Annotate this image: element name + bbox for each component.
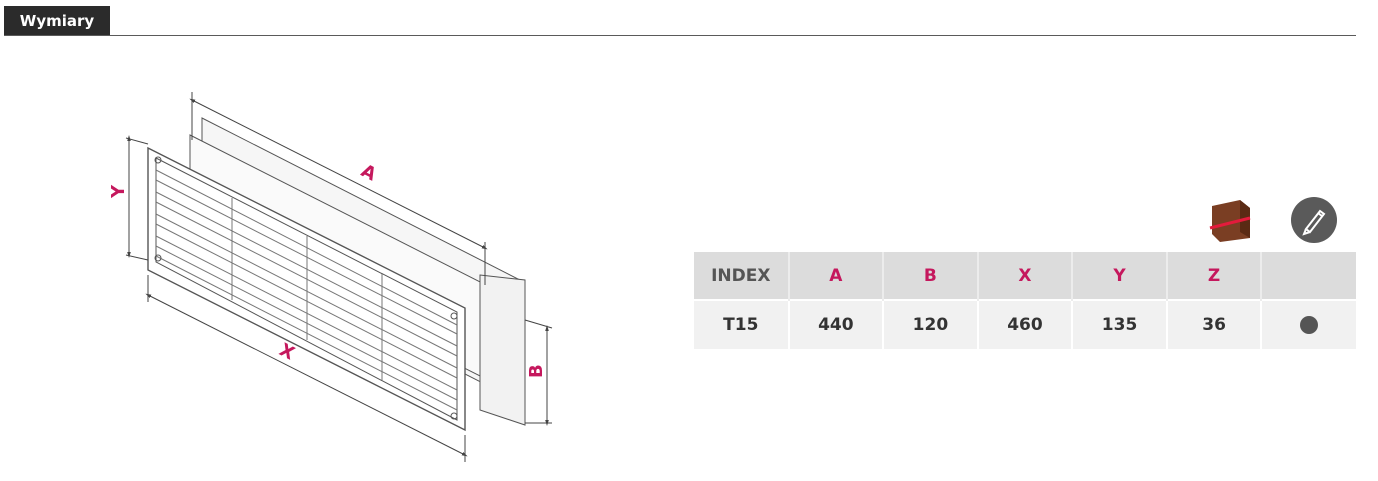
dimension-label-b: B — [526, 364, 547, 378]
header-y: Y — [1072, 252, 1168, 300]
grille-drawing: A X Y B — [108, 92, 553, 462]
table-row: T15 440 120 460 135 36 — [694, 299, 1356, 349]
cell-z: 36 — [1166, 299, 1263, 349]
color-swatch — [1300, 316, 1319, 334]
cell-x: 460 — [977, 299, 1074, 349]
header-index: INDEX — [694, 252, 790, 300]
header-color — [1261, 252, 1356, 300]
dimensions-table: INDEX A B X Y Z T15 440 120 460 135 36 — [694, 252, 1356, 349]
cell-y: 135 — [1072, 299, 1168, 349]
wall-install-icon — [1207, 197, 1253, 243]
header-a: A — [788, 252, 885, 300]
paint-brush-icon — [1291, 197, 1337, 243]
tab-divider — [4, 35, 1356, 36]
cell-index: T15 — [694, 299, 790, 349]
cell-b: 120 — [883, 299, 979, 349]
header-x: X — [977, 252, 1074, 300]
dimension-label-a: A — [358, 160, 380, 185]
dimensions-tab[interactable]: Wymiary — [4, 6, 110, 36]
table-header-row: INDEX A B X Y Z — [694, 252, 1356, 300]
header-b: B — [883, 252, 979, 300]
header-z: Z — [1166, 252, 1263, 300]
dimension-label-y: Y — [108, 184, 129, 199]
cell-a: 440 — [788, 299, 885, 349]
cell-color — [1261, 299, 1356, 349]
